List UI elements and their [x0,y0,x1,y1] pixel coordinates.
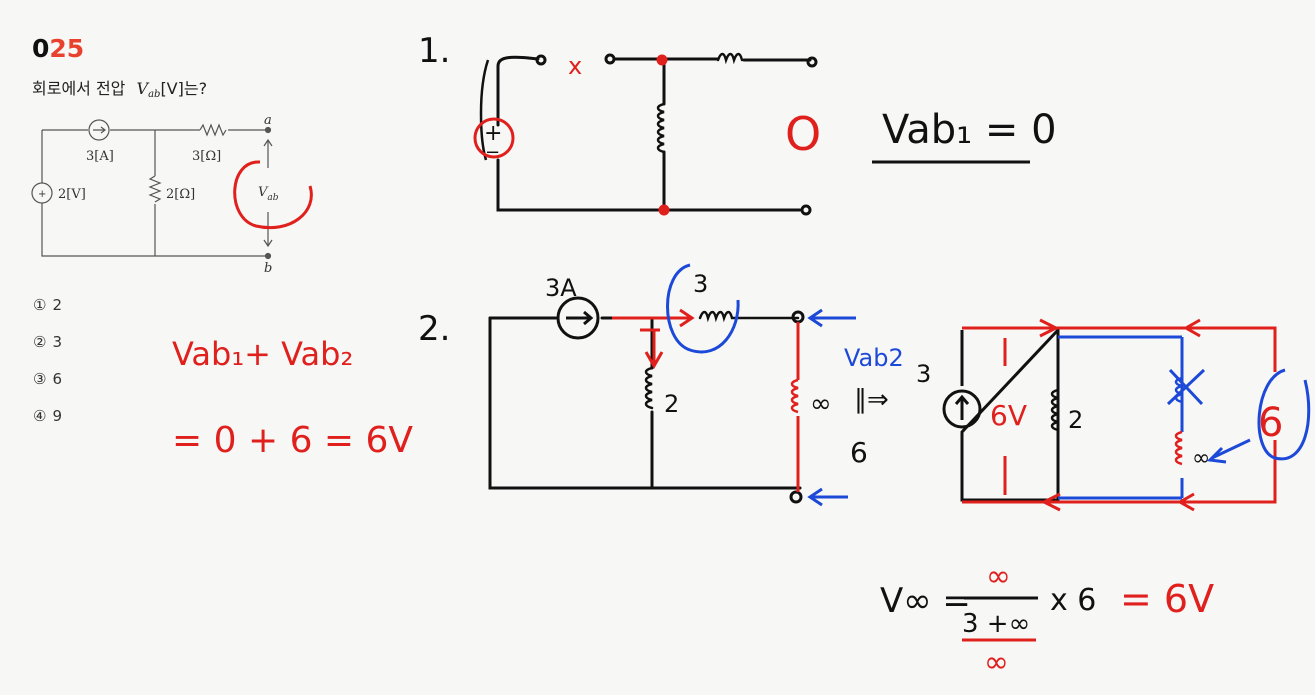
svg-text:025: 025 [32,34,84,63]
question-unit: [V]는? [160,79,207,98]
voltage-source-sign: + [38,189,46,200]
problem-number-suffix: 25 [49,34,84,63]
question-var: V [137,79,150,98]
resistor-mid-label: 2[Ω] [166,187,195,202]
node-a-label: a [264,113,272,128]
voltage-source-icon [31,182,53,204]
question-var-sub: ab [148,89,160,100]
step2-label-inf: ∞ [810,389,832,419]
vab-red-circle [233,160,313,230]
equiv-2-label: 2 [1068,406,1083,434]
step2-label-3A: 3A [545,274,577,302]
sum-line-2: = 0 + 6 = 6V [172,420,413,461]
vab-label: Vab [258,185,279,203]
equiv-inf-label: ∞ [1192,446,1210,471]
equiv-6V-label: 6V [990,399,1027,432]
times-6: x 6 [1050,583,1096,618]
voo-lhs: V∞ = [880,581,971,621]
voltage-source-label: 2[V] [58,187,86,202]
step2-equiv-sign: ∥⇒ [854,385,889,415]
equivalent-circuit: 6V 2 ∞ 6 [942,318,1311,512]
step2-blue-circle [666,263,740,354]
step1-source-icon [473,117,515,159]
problem-header: 025 회로에서 전압 Vab[V]는? [32,34,207,100]
question-text: 회로에서 전압 [32,79,126,98]
fraction-numerator: ∞ [986,559,1011,594]
sum-notes: Vab₁+ Vab₂ = 0 + 6 = 6V [172,335,413,461]
divider-formula: V∞ = ∞ 3 +∞ ∞ x 6 = 6V [880,559,1214,680]
step1-number: 1. [418,31,450,71]
step2-label-2: 2 [664,390,679,418]
problem-number-prefix: 0 [32,34,49,63]
step1-src-plus: + [484,121,502,146]
original-circuit [31,119,273,260]
step1-cross: x [568,52,582,80]
equiv-blue-circle [1257,368,1311,461]
step2-current-source-icon [556,296,600,340]
current-source-label: 3[A] [86,149,114,164]
step2-equiv-6: 6 [850,436,868,469]
current-source-icon [88,119,110,141]
step2-vab2-label: Vab2 [844,344,904,372]
resistor-top-label: 3[Ω] [192,149,221,164]
step1-result: Vab₁ = 0 [882,107,1057,153]
step2-equiv-3: 3 [916,360,931,388]
final-result: = 6V [1120,577,1214,621]
svg-text:회로에서 전압 Vab[V]는?: 회로에서 전압 Vab[V]는? [32,79,207,100]
node-b-label: b [264,261,272,276]
fraction-denominator: 3 +∞ [962,609,1030,639]
step1-open-mark: O [785,107,821,161]
equiv-circle-6: 6 [1258,400,1283,446]
fraction-denominator-2: ∞ [984,645,1009,680]
step2: 2. 3A 3 2 ∞ Vab2 ∥⇒ 6 3 [418,263,931,507]
step2-number: 2. [418,309,450,349]
original-circuit-labels: + 3[A] 3[Ω] 2[V] 2[Ω] a b Vab [38,113,279,276]
sum-line-1: Vab₁+ Vab₂ [172,335,353,373]
step1-src-minus: − [485,142,500,163]
step2-label-3: 3 [693,270,708,298]
equiv-removed-resistor-cross [1166,368,1206,406]
equiv-current-source-icon [942,389,982,429]
step1: 1. + − x O Vab₁ = 0 [418,31,1057,216]
